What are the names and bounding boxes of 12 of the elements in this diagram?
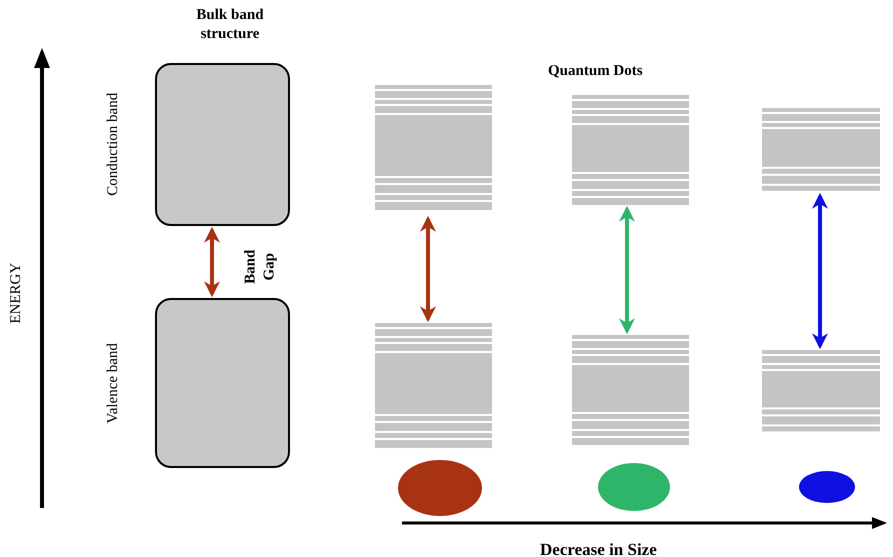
double-arrow <box>619 206 635 334</box>
section-heading: Bulk band structure <box>195 6 265 44</box>
double-arrow <box>812 192 828 350</box>
axis-label: ENERGY <box>7 262 26 324</box>
section-heading: Quantum Dots <box>548 62 643 81</box>
edge-label: Band Gap <box>241 248 278 286</box>
double-arrow <box>204 226 220 298</box>
band-label: Valence band <box>104 342 122 424</box>
band-label: Conduction band <box>104 93 122 196</box>
double-arrow <box>420 216 436 322</box>
quantum-dot <box>799 471 855 503</box>
axis-label: Decrease in Size <box>540 539 657 557</box>
